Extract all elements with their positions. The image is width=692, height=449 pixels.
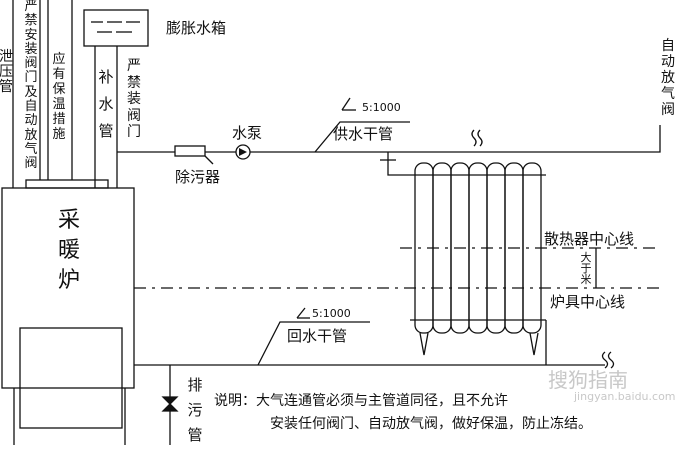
note-line-2: 安装任何阀门、自动放气阀，做好保温，防止冻结。: [270, 416, 592, 432]
radiator: [410, 162, 546, 356]
radiator-centerline-label: 散热器中心线: [544, 230, 635, 248]
expansion-tank: [83, 9, 149, 47]
no-valve-label: 严 禁 装 阀 门: [127, 58, 141, 140]
water-pump-label: 水泵: [232, 124, 263, 142]
dirt-separator-label: 除污器: [175, 168, 221, 186]
watermark-brand: 搜狗指南: [548, 368, 628, 392]
supply-main-label: 供水干管: [333, 125, 394, 143]
furnace-door: [19, 327, 123, 429]
radiator-supply-branch: [387, 152, 410, 176]
drain-valve: [161, 396, 179, 412]
heating-furnace-label: 采 暖 炉: [57, 208, 80, 293]
relief-pipe-label: 泄 压 管: [0, 49, 13, 95]
furnace-centerline-label: 炉具中心线: [550, 293, 626, 311]
return-slope-leader: [257, 321, 370, 366]
furnace-top-plate: [25, 179, 109, 189]
break-mark: [471, 129, 483, 147]
supply-main-pipe: [117, 125, 661, 153]
supply-slope-label: 5:1000: [362, 101, 401, 114]
note-line-1: 说明：大气连通管必须与主管道同径，且不允许: [214, 393, 508, 409]
greater-than-label: 大 于 米: [580, 251, 592, 286]
no-valve-warning-label: 严 禁 安 装 阀 门 及 自 动 放 气 阀: [24, 0, 38, 172]
return-main-label: 回水干管: [287, 327, 348, 345]
drain-pipe-label: 排 污 管: [187, 376, 203, 444]
refill-pipe-label: 补 水 管: [98, 68, 114, 140]
supply-slope-leader: [314, 121, 410, 153]
return-slope-label: 5:1000: [312, 307, 351, 320]
auto-air-valve-label: 自 动 放 气 阀: [661, 38, 675, 118]
watermark-url: jingyan.baidu.com: [574, 390, 676, 403]
dirt-separator: [174, 145, 206, 157]
insulation-label: 应 有 保 温 措 施: [52, 52, 66, 142]
expansion-tank-label: 膨胀水箱: [166, 19, 227, 37]
